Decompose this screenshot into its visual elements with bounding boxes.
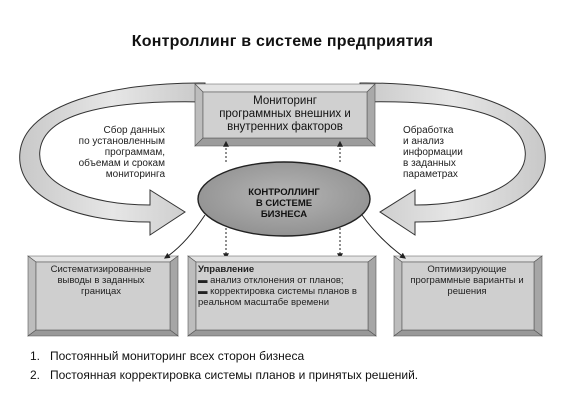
left-arrow-line: Сбор данных: [103, 125, 165, 136]
monitoring-text: Мониторинг программных внешних и внутрен…: [205, 95, 365, 134]
right-arrow-line: и анализ: [403, 136, 445, 147]
box-right-line: программные варианты и: [410, 275, 524, 286]
box-middle-shape: [187, 255, 377, 337]
core-ellipse: [197, 161, 371, 237]
right-arrow-text: Обработка и анализ информации в заданных…: [403, 125, 498, 180]
right-curved-arrow: [359, 82, 546, 236]
list-item-text: Постоянная корректировка системы планов …: [50, 368, 419, 382]
bottom-list: 1. Постоянный мониторинг всех сторон бизн…: [30, 347, 418, 385]
arrow-to-right-box: [361, 214, 406, 259]
box-right-line: Оптимизирующие: [427, 264, 507, 275]
box-left-shape: [27, 255, 179, 337]
core-line: В СИСТЕМЕ: [255, 198, 313, 209]
box-middle-heading: Управление: [198, 264, 255, 275]
right-arrow-line: информации: [403, 147, 463, 158]
list-item-text: Постоянный мониторинг всех сторон бизнес…: [50, 349, 305, 363]
left-arrow-line: мониторинга: [105, 169, 165, 180]
box-left-line: выводы в заданных: [57, 275, 145, 286]
right-arrow-line: Обработка: [403, 125, 454, 136]
monitoring-box: [194, 83, 376, 147]
box-right-shape: [393, 255, 543, 337]
box-middle-item: ▬ корректировка системы планов в реально…: [198, 286, 357, 308]
core-line: БИЗНЕСА: [260, 209, 308, 220]
left-arrow-line: по установленным: [78, 136, 165, 147]
box-middle-text: Управление ▬ анализ отклонения от планов…: [198, 264, 368, 308]
left-curved-arrow: [19, 82, 206, 236]
left-arrow-line: объемам и срокам: [78, 158, 165, 169]
core-text: КОНТРОЛЛИНГ В СИСТЕМЕ БИЗНЕСА: [208, 187, 360, 220]
box-left-line: границах: [80, 286, 122, 297]
monitoring-line: внутренних факторов: [227, 121, 343, 133]
right-arrow-line: в заданных: [403, 158, 456, 169]
right-arrow-line: параметрах: [403, 169, 458, 180]
left-arrow-text: Сбор данных по установленным программам,…: [75, 125, 165, 180]
list-item-number: 1.: [30, 349, 41, 363]
monitoring-line: программных внешних и: [219, 108, 351, 120]
list-item: 1. Постоянный мониторинг всех сторон бизн…: [30, 347, 418, 366]
list-item: 2. Постоянная корректировка системы плано…: [30, 366, 418, 385]
arrow-to-left-box: [163, 214, 206, 259]
left-arrow-line: программам,: [104, 147, 165, 158]
box-middle-item: ▬ анализ отклонения от планов;: [198, 275, 344, 286]
list-item-number: 2.: [30, 368, 41, 382]
page-title: Контроллинг в системе предприятия: [131, 33, 434, 50]
box-left-line: Систематизированные: [50, 264, 152, 275]
box-right-line: решения: [447, 286, 487, 297]
monitoring-line: Мониторинг: [253, 95, 317, 107]
box-right-text: Оптимизирующие программные варианты и ре…: [402, 264, 532, 297]
box-left-text: Систематизированные выводы в заданных гр…: [36, 264, 166, 297]
core-line: КОНТРОЛЛИНГ: [248, 187, 320, 198]
